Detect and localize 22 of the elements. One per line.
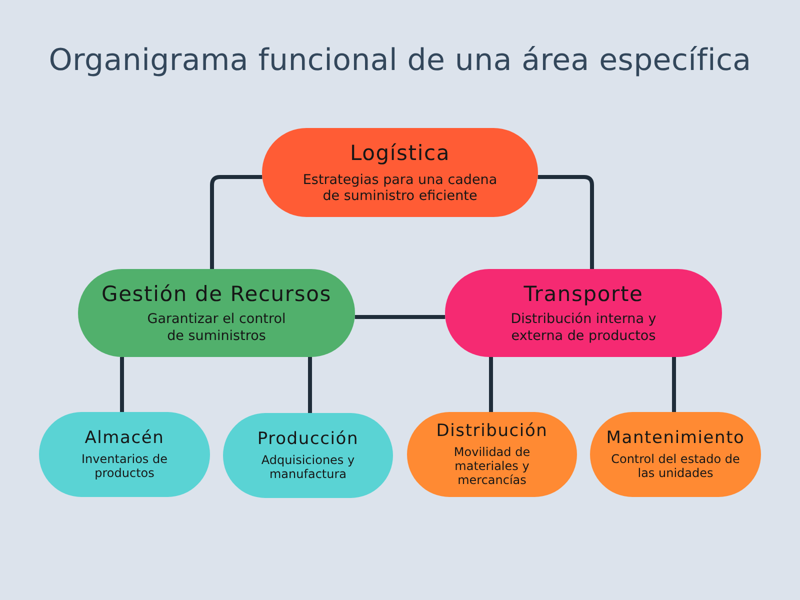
node-description: Estrategias para una cadena de suministro eficiente <box>302 172 498 204</box>
node-title: Gestión de Recursos <box>102 282 332 308</box>
connector-line <box>308 357 312 413</box>
node-description: Distribución interna y externa de productos <box>510 311 658 344</box>
node-title: Distribución <box>436 421 548 442</box>
connector-line <box>354 315 446 319</box>
node-description: Adquisiciones y manufactura <box>260 452 356 482</box>
node-title: Transporte <box>524 282 644 308</box>
node-description: Movilidad de materiales y mercancías <box>452 444 532 488</box>
connector-line <box>120 357 124 412</box>
connector-line <box>672 357 676 412</box>
node-description: Garantizar el control de suministros <box>146 311 287 344</box>
title: Organigrama funcional de una área específica <box>48 43 752 78</box>
connector-line <box>489 357 493 412</box>
connector-line <box>210 175 262 269</box>
connector-line <box>538 175 594 269</box>
node-description: Control del estado de las unidades <box>610 452 741 481</box>
node-description: Inventarios de productos <box>80 452 168 481</box>
node-title: Producción <box>257 429 359 450</box>
node-title: Mantenimiento <box>606 428 745 449</box>
node-title: Almacén <box>84 428 164 449</box>
node-title: Logística <box>350 140 450 166</box>
